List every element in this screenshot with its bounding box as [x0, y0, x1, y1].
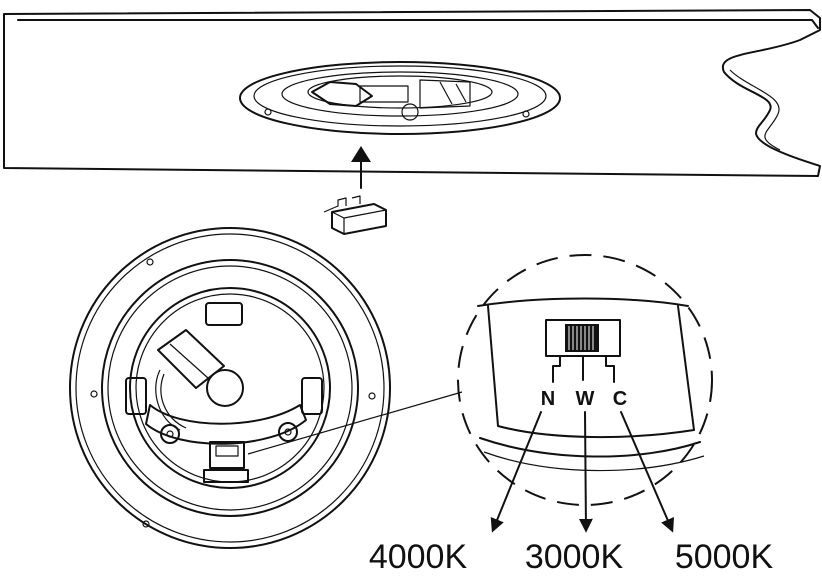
light-fixture [69, 227, 391, 549]
terminal-connector [323, 195, 387, 235]
switch-detail-callout: N W C [457, 254, 713, 506]
temp-label-3000k: 3000K [525, 538, 624, 576]
zoom-leader-line [247, 391, 463, 455]
pointer-arrows [490, 411, 674, 533]
switch-letter-n: N [541, 388, 555, 410]
slide-switch [565, 324, 599, 352]
temp-label-5000k: 5000K [675, 538, 774, 576]
ceiling-slab [3, 9, 821, 177]
switch-letter-w: W [576, 388, 595, 410]
temp-label-4000k: 4000K [369, 538, 468, 576]
switch-letter-c: C [613, 388, 627, 410]
up-arrow [351, 146, 371, 189]
mounting-base [239, 61, 561, 135]
